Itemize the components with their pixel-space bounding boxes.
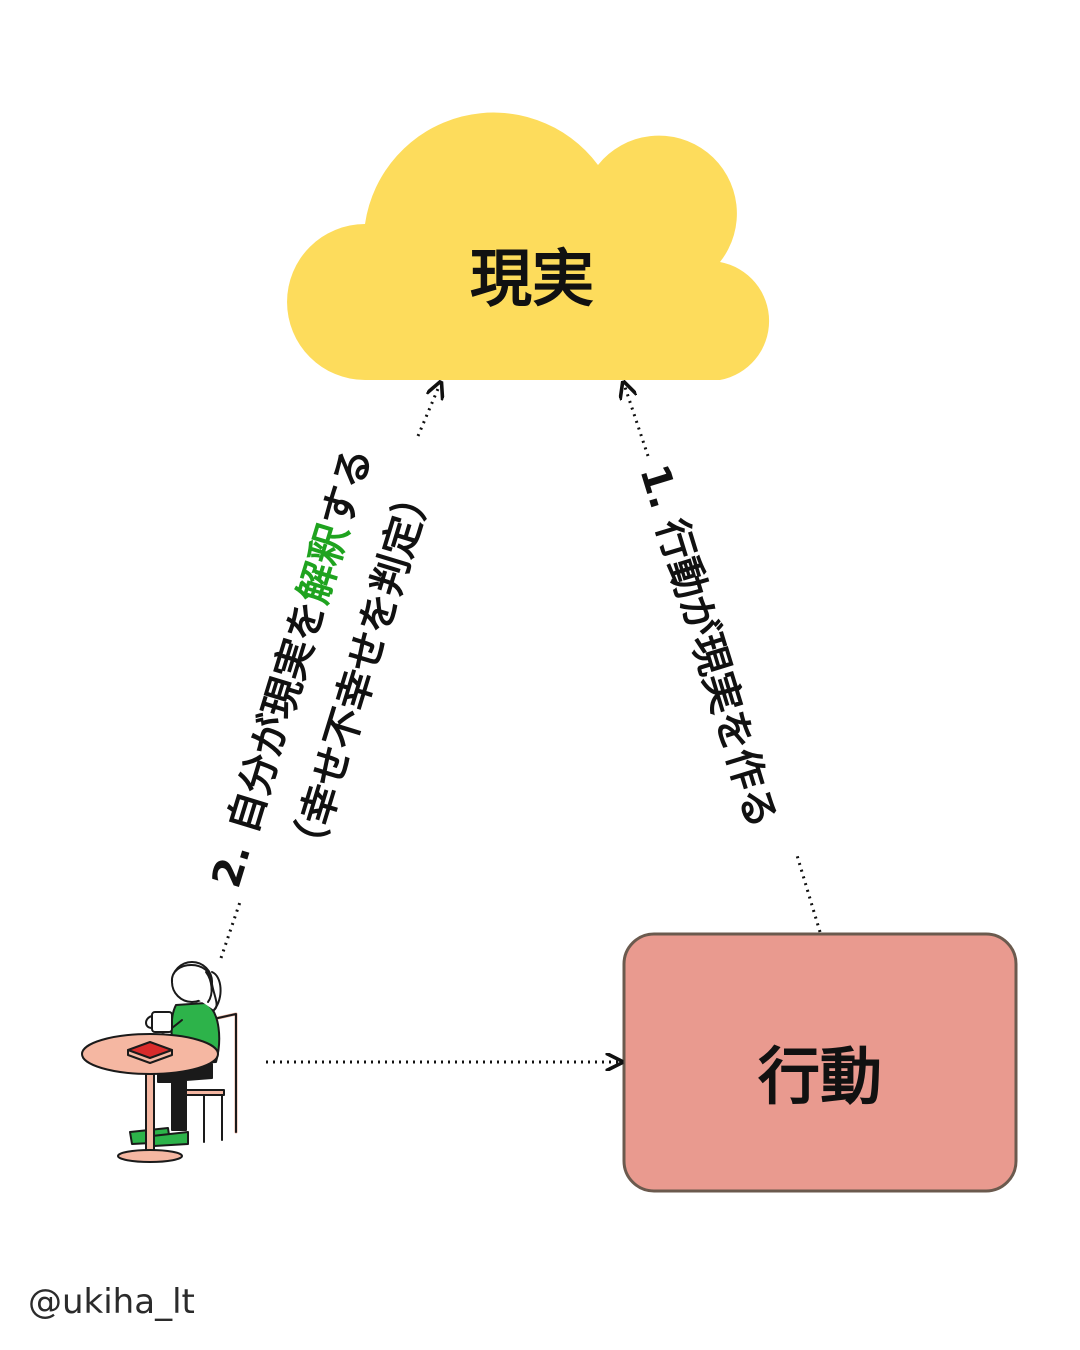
person-at-cafe-table-icon xyxy=(81,961,238,1163)
author-handle[interactable]: @ukiha_lt xyxy=(28,1282,195,1322)
reality-node: 現実 xyxy=(287,112,770,381)
action-node: 行動 xyxy=(622,932,1018,1193)
edge-action-to-reality: 1. 行動が現実を作る xyxy=(624,384,822,933)
edge-person-reality-upper-line xyxy=(416,384,440,437)
edge-person-reality-label-suffix: する xyxy=(314,442,381,532)
edge-action-reality-label: 1. 行動が現実を作る xyxy=(630,459,784,833)
edge-person-to-reality: 2. 自分が現実を解釈する （幸せ不幸せを判定） xyxy=(204,384,443,959)
reality-label: 現実 xyxy=(470,242,594,315)
edge-person-reality-label-highlight: 解釈 xyxy=(290,519,357,609)
reality-cloud-shape xyxy=(287,112,770,381)
edge-action-reality-lower-line xyxy=(794,851,822,933)
edge-person-reality-lower-line xyxy=(219,901,242,959)
action-label: 行動 xyxy=(758,1040,882,1113)
action-box xyxy=(622,932,1018,1193)
edge-action-reality-upper-line xyxy=(624,384,650,457)
